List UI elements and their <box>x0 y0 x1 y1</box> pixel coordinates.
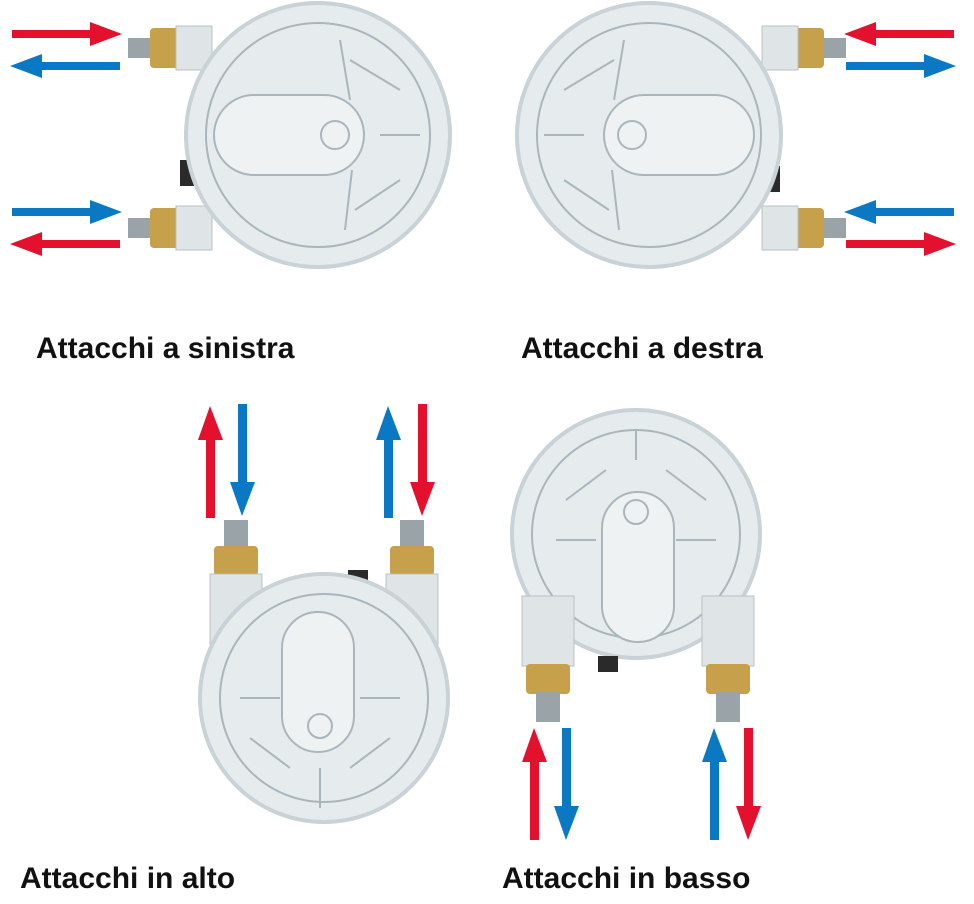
arrow-hot-down-right <box>736 728 761 840</box>
knob <box>598 656 618 672</box>
flow-arrows-top <box>198 404 435 518</box>
fitting-lower <box>761 205 846 251</box>
arrow-cold-up-right <box>376 406 401 518</box>
pump-body-top <box>198 404 450 824</box>
panel-left-connections <box>0 0 480 300</box>
arrow-cold-down-left <box>554 728 579 840</box>
arrow-hot-in-lower <box>10 232 120 256</box>
pump-body-bottom <box>510 408 762 840</box>
fitting-lower <box>128 205 213 251</box>
arrow-cold-down-left <box>230 404 255 516</box>
fitting-right <box>701 595 755 722</box>
caption-top: Attacchi in alto <box>20 862 236 895</box>
pump-body-right <box>515 1 846 269</box>
arrow-hot-up-left <box>198 406 223 518</box>
arrow-hot-in-upper <box>844 22 954 46</box>
panel-bottom-connections <box>506 400 786 850</box>
arrow-hot-out-upper <box>12 22 122 46</box>
arrow-hot-up-left <box>522 728 547 840</box>
arrow-cold-out-lower <box>12 200 122 224</box>
arrow-hot-down-right <box>410 404 435 516</box>
flow-arrows-right <box>844 22 956 256</box>
flow-arrows-left <box>10 22 122 256</box>
caption-right: Attacchi a destra <box>521 332 763 365</box>
panel-top-connections <box>190 398 470 838</box>
caption-left: Attacchi a sinistra <box>36 332 295 365</box>
arrow-cold-in-lower <box>844 200 954 224</box>
arrow-cold-up-right <box>702 728 727 840</box>
fitting-left <box>521 595 575 722</box>
caption-bottom: Attacchi in basso <box>502 862 751 895</box>
arrow-hot-out-lower <box>846 232 956 256</box>
pump-body-left <box>128 1 452 269</box>
panel-right-connections <box>494 0 974 300</box>
fitting-upper <box>128 25 213 71</box>
arrow-cold-out-upper <box>846 54 956 78</box>
flow-arrows-bottom <box>522 728 761 840</box>
arrow-cold-in-upper <box>10 54 120 78</box>
fitting-upper <box>761 25 846 71</box>
